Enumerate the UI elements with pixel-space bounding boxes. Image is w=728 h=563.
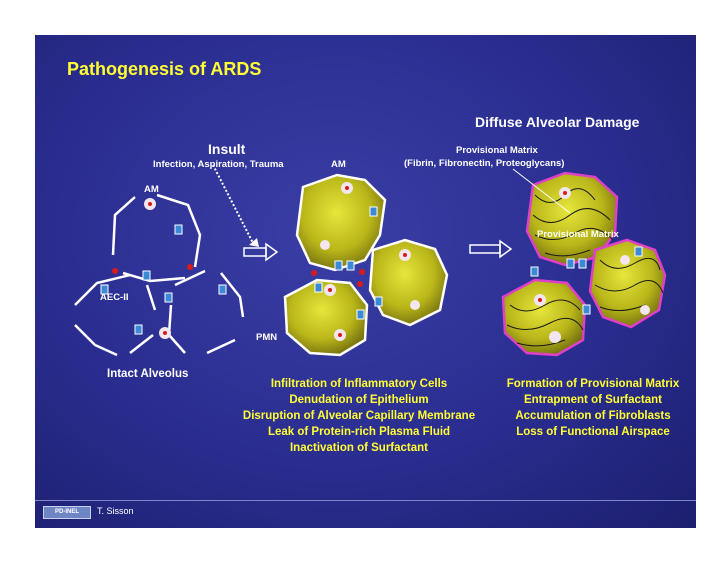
- injury-events-list: Infiltration of Inflammatory Cells Denud…: [225, 376, 493, 456]
- am-label-intact: AM: [144, 184, 159, 195]
- intact-alveolus-label: Intact Alveolus: [107, 368, 189, 380]
- list-item: Accumulation of Fibroblasts: [515, 410, 671, 422]
- injury-arrow: [243, 242, 279, 262]
- damage-arrow: [469, 239, 513, 259]
- list-item: Entrapment of Surfactant: [523, 394, 662, 406]
- ards-diagram: [74, 164, 667, 357]
- provisional-matrix-pointer: [512, 168, 571, 214]
- slide: Pathogenesis of ARDS Diffuse Alveolar Da…: [35, 35, 696, 528]
- damage-events-list: Formation of Provisional Matrix Entrapme…: [490, 376, 696, 440]
- intact-alveolus-right: [167, 269, 245, 355]
- provisional-matrix-header: Provisional Matrix: [456, 145, 538, 156]
- injured-alveolus-right: [368, 238, 449, 327]
- list-item: Loss of Functional Airspace: [516, 426, 670, 438]
- insult-arrow: [212, 164, 259, 247]
- slide-title: Pathogenesis of ARDS: [67, 59, 262, 79]
- intact-alveolus: [74, 193, 245, 357]
- intact-alveolus-top: [111, 193, 202, 283]
- list-item: Leak of Protein-rich Plasma Fluid: [267, 426, 451, 438]
- intact-cells: [100, 198, 227, 339]
- provisional-matrix-label: Provisional Matrix: [537, 229, 619, 240]
- damaged-alveolus-top: [525, 171, 619, 267]
- damaged-alveolus-right: [588, 238, 667, 329]
- list-item: Infiltration of Inflammatory Cells: [270, 378, 448, 390]
- footer-divider: [35, 500, 696, 501]
- intact-alveolus-left: [74, 273, 157, 357]
- injured-alveolus-top: [295, 173, 387, 272]
- injured-cells: [311, 182, 420, 341]
- damaged-cells: [530, 187, 650, 343]
- damaged-alveoli: [501, 171, 667, 357]
- list-item: Formation of Provisional Matrix: [506, 378, 680, 390]
- list-item: Disruption of Alveolar Capillary Membran…: [242, 410, 476, 422]
- injured-alveolus-bottom: [283, 278, 369, 357]
- list-item: Inactivation of Surfactant: [289, 442, 429, 454]
- provisional-matrix-components: (Fibrin, Fibronectin, Proteoglycans): [404, 158, 565, 169]
- list-item: Denudation of Epithelium: [289, 394, 429, 406]
- author-credit: T. Sisson: [97, 506, 134, 516]
- injured-alveoli: [283, 173, 449, 357]
- insult-title: Insult: [208, 141, 246, 157]
- aec-ii-label: AEC-II: [100, 292, 129, 303]
- damaged-alveolus-bottom: [501, 278, 587, 357]
- insult-causes: Infection, Aspiration, Trauma: [153, 159, 284, 170]
- pmn-label: PMN: [256, 332, 278, 343]
- diffuse-alveolar-damage-header: Diffuse Alveolar Damage: [475, 114, 640, 130]
- institution-logo: PD-INEL: [43, 506, 91, 519]
- am-label-injured: AM: [331, 159, 346, 170]
